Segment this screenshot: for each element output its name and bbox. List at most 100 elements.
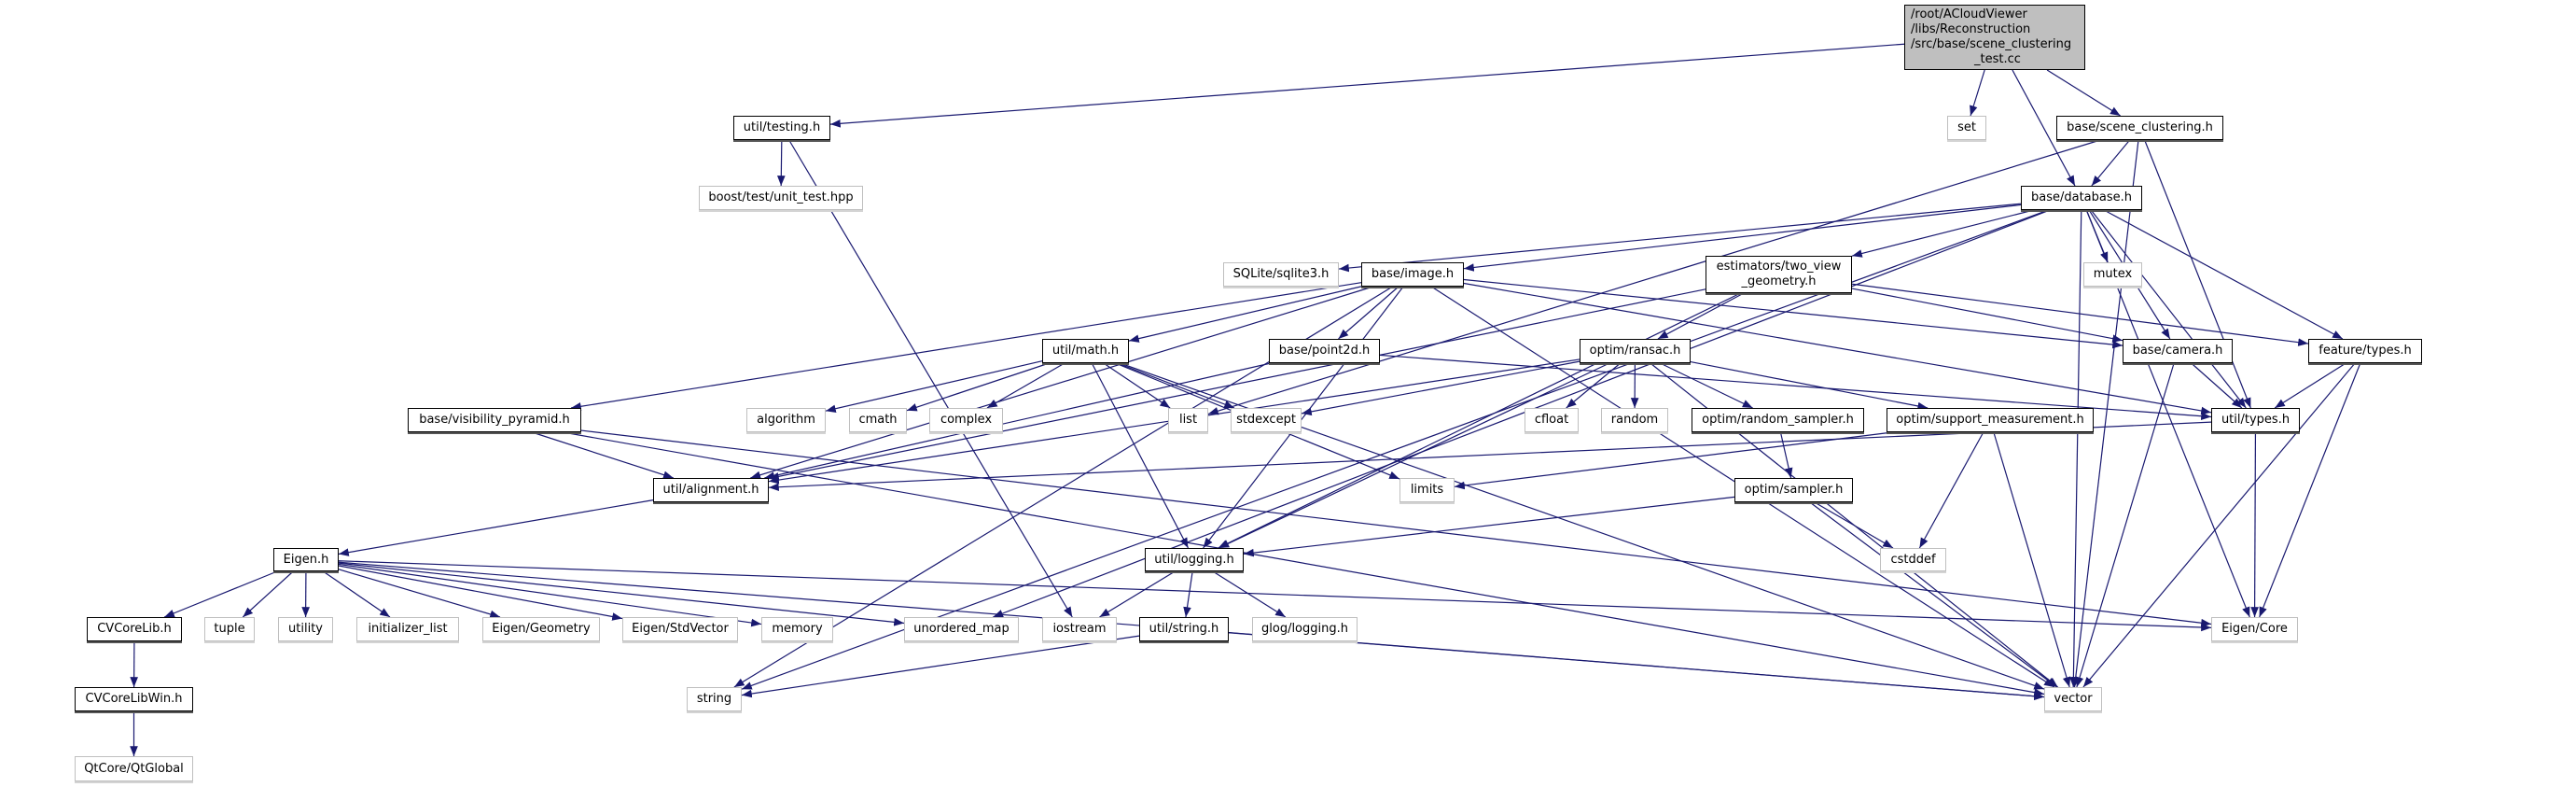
node-label: Eigen/Core (2221, 622, 2288, 636)
edge-ransac-to-cfloat (1566, 362, 1622, 409)
edge-twoview-to-logging (1218, 292, 1741, 549)
edge-ransac-to-stdexcept (1301, 360, 1580, 416)
node-label: complex (940, 413, 993, 427)
edge-root-to-testing (829, 43, 1905, 128)
node-label: Eigen/Geometry (492, 622, 591, 636)
edge-ransac-to-logging (1218, 362, 1610, 549)
edge-support-to-vector (1993, 431, 2071, 688)
node-label: base/image.h (1371, 267, 1455, 281)
node-label: list (1178, 413, 1198, 427)
node-initlist[interactable]: initializer_list (356, 617, 459, 641)
node-qtglobal[interactable]: QtCore/QtGlobal (75, 756, 193, 781)
edge-eigenh-to-memory (338, 563, 762, 627)
node-root[interactable]: /root/ACloudViewer/libs/Reconstruction/s… (1904, 5, 2085, 70)
node-camera[interactable]: base/camera.h (2123, 339, 2233, 363)
node-label: set (1957, 120, 1976, 134)
edge-alignment-to-eigenh (338, 499, 654, 556)
node-support[interactable]: optim/support_measurement.h (1887, 408, 2094, 432)
node-testing[interactable]: util/testing.h (733, 116, 830, 140)
node-list[interactable]: list (1168, 408, 1208, 432)
node-label: vector (2054, 692, 2093, 706)
node-image[interactable]: base/image.h (1361, 262, 1464, 287)
node-utility[interactable]: utility (278, 617, 333, 641)
node-iostream[interactable]: iostream (1042, 617, 1117, 641)
node-random[interactable]: random (1601, 408, 1668, 432)
node-cvcorelibwin[interactable]: CVCoreLibWin.h (75, 687, 193, 711)
node-label: base/visibility_pyramid.h (419, 413, 570, 427)
node-label: /libs/Reconstruction (1911, 22, 2031, 36)
node-label: unordered_map (913, 622, 1010, 636)
edge-database-to-ftypes (2103, 209, 2344, 340)
edge-database-to-vector (2069, 209, 2082, 688)
node-label: cmath (858, 413, 898, 427)
node-ransac[interactable]: optim/ransac.h (1580, 339, 1691, 363)
node-label: boost/test/unit_test.hpp (708, 190, 854, 204)
node-logging[interactable]: util/logging.h (1145, 548, 1244, 571)
node-ecore[interactable]: Eigen/Core (2211, 617, 2298, 641)
node-label: estimators/two_view (1716, 260, 1842, 274)
node-label: optim/sampler.h (1744, 483, 1844, 497)
edge-eigenh-to-egeometry (338, 569, 501, 619)
edge-ftypes-to-vector (2082, 362, 2356, 688)
edge-database-to-twoview (1851, 209, 2034, 258)
node-memory[interactable]: memory (761, 617, 833, 641)
node-glog[interactable]: glog/logging.h (1252, 617, 1358, 641)
node-eigenh[interactable]: Eigen.h (273, 548, 339, 571)
edge-twoview-to-ftypes (1851, 283, 2309, 346)
node-cfloat[interactable]: cfloat (1525, 408, 1579, 432)
node-point2d[interactable]: base/point2d.h (1269, 339, 1380, 363)
node-scene[interactable]: base/scene_clustering.h (2056, 116, 2223, 140)
node-label: CVCoreLib.h (97, 622, 172, 636)
node-twoview[interactable]: estimators/two_view_geometry.h (1706, 256, 1852, 293)
edge-eigenh-to-estdvector (338, 565, 623, 621)
node-utypes[interactable]: util/types.h (2211, 408, 2300, 432)
edge-image-to-alignment (750, 286, 1373, 479)
node-limits[interactable]: limits (1399, 478, 1455, 502)
node-vispyr[interactable]: base/visibility_pyramid.h (408, 408, 581, 432)
node-label: string (696, 692, 732, 706)
node-label: optim/ransac.h (1589, 344, 1681, 358)
edge-logging-to-iostream (1099, 570, 1176, 618)
node-tuple[interactable]: tuple (204, 617, 255, 641)
node-alignment[interactable]: util/alignment.h (653, 478, 769, 502)
edge-ftypes-to-utypes (2274, 362, 2346, 409)
edge-rsampler-to-sampler (1779, 431, 1793, 479)
node-rsampler[interactable]: optim/random_sampler.h (1692, 408, 1864, 432)
node-egeometry[interactable]: Eigen/Geometry (482, 617, 600, 641)
edge-ustring-to-vector (1228, 632, 2045, 701)
node-complex[interactable]: complex (929, 408, 1003, 432)
node-algorithm[interactable]: algorithm (746, 408, 826, 432)
node-boost[interactable]: boost/test/unit_test.hpp (699, 186, 863, 210)
node-mutex[interactable]: mutex (2083, 262, 2142, 287)
edge-support-to-cstddef (1918, 431, 1984, 549)
edge-scene-to-list (1207, 139, 2101, 415)
node-label: initializer_list (368, 622, 448, 636)
node-label: cstddef (1890, 552, 1936, 567)
node-estdvector[interactable]: Eigen/StdVector (622, 617, 738, 641)
node-sampler[interactable]: optim/sampler.h (1734, 478, 1853, 502)
node-ftypes[interactable]: feature/types.h (2308, 339, 2422, 363)
node-label: base/point2d.h (1278, 344, 1371, 358)
edge-eigenh-to-initlist (322, 570, 391, 618)
node-label: random (1610, 413, 1659, 427)
node-stdexcept[interactable]: stdexcept (1231, 408, 1302, 432)
node-cvcorelib[interactable]: CVCoreLib.h (87, 617, 182, 641)
node-set[interactable]: set (1947, 116, 1986, 140)
node-umap[interactable]: unordered_map (904, 617, 1019, 641)
node-cstddef[interactable]: cstddef (1880, 548, 1946, 571)
edge-eigenh-to-ecore (338, 560, 2212, 632)
node-label: QtCore/QtGlobal (84, 761, 184, 776)
node-vector[interactable]: vector (2044, 687, 2102, 711)
node-label: Eigen.h (283, 552, 329, 567)
node-math[interactable]: util/math.h (1042, 339, 1129, 363)
node-ustring[interactable]: util/string.h (1139, 617, 1229, 641)
edge-database-to-sqlite (1338, 203, 2022, 273)
node-cmath[interactable]: cmath (849, 408, 907, 432)
edge-image-to-camera (1463, 278, 2123, 349)
node-sqlite[interactable]: SQLite/sqlite3.h (1223, 262, 1339, 287)
node-database[interactable]: base/database.h (2021, 186, 2142, 210)
node-string[interactable]: string (687, 687, 742, 711)
edge-image-to-utypes (1463, 282, 2212, 415)
